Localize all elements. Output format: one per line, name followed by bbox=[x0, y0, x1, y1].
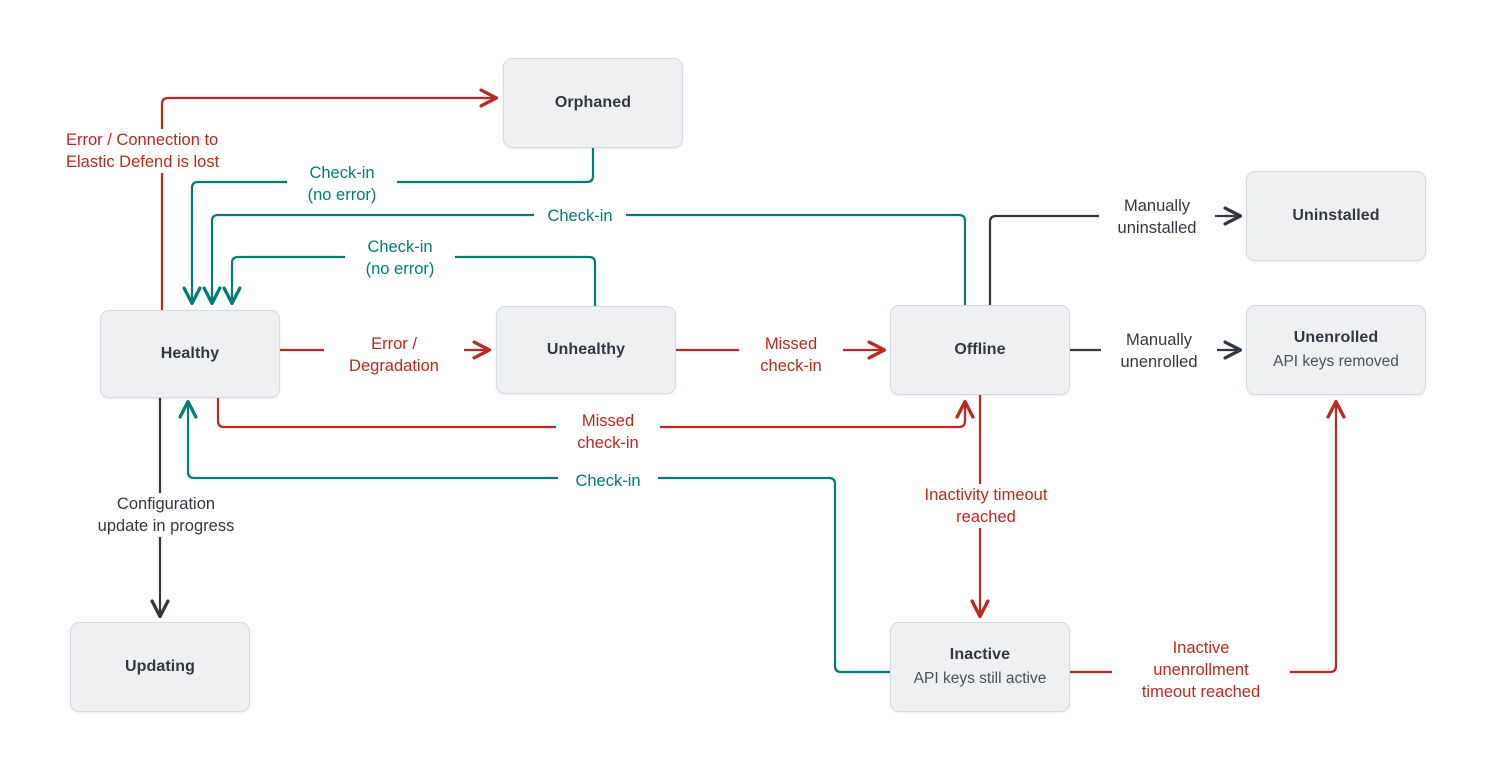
node-title: Orphaned bbox=[554, 94, 632, 111]
node-healthy[interactable]: Healthy bbox=[100, 310, 280, 398]
edge-label-error-connection-lost: Error / Connection to Elastic Defend is … bbox=[64, 129, 328, 173]
node-subtitle: API keys still active bbox=[913, 670, 1047, 687]
node-title: Offline bbox=[954, 341, 1006, 358]
edge-checkin-offline bbox=[212, 213, 967, 307]
node-offline[interactable]: Offline bbox=[890, 305, 1070, 395]
node-title: Unenrolled bbox=[1293, 329, 1379, 346]
edge-checkin-inactive bbox=[188, 402, 892, 674]
edge-label-missed-checkin-healthy: Missed check-in bbox=[556, 410, 660, 454]
node-title: Unhealthy bbox=[546, 341, 626, 358]
edge-label-checkin-no-error-unhealthy: Check-in (no error) bbox=[345, 236, 455, 280]
edge-label-checkin-inactive: Check-in bbox=[558, 470, 658, 492]
edge-error-connection-lost bbox=[160, 98, 496, 312]
node-unenrolled[interactable]: Unenrolled API keys removed bbox=[1246, 305, 1426, 395]
node-orphaned[interactable]: Orphaned bbox=[503, 58, 683, 148]
edge-inactive-unenrollment bbox=[1068, 402, 1336, 674]
edge-label-checkin-offline: Check-in bbox=[534, 205, 626, 227]
edge-label-manually-unenrolled: Manually unenrolled bbox=[1101, 329, 1217, 373]
node-title: Healthy bbox=[160, 345, 220, 362]
node-uninstalled[interactable]: Uninstalled bbox=[1246, 171, 1426, 261]
edge-label-configuration-update: Configuration update in progress bbox=[70, 493, 262, 537]
edge-label-manually-uninstalled: Manually uninstalled bbox=[1099, 195, 1215, 239]
edge-label-inactive-unenrollment: Inactive unenrollment timeout reached bbox=[1112, 637, 1290, 703]
edge-label-inactivity-timeout: Inactivity timeout reached bbox=[892, 484, 1080, 528]
node-title: Uninstalled bbox=[1292, 207, 1380, 224]
edge-label-checkin-no-error-orphaned: Check-in (no error) bbox=[287, 162, 397, 206]
edge-manually-uninstalled bbox=[988, 216, 1240, 307]
node-unhealthy[interactable]: Unhealthy bbox=[496, 306, 676, 394]
node-inactive[interactable]: Inactive API keys still active bbox=[890, 622, 1070, 712]
node-title: Inactive bbox=[949, 646, 1011, 663]
node-updating[interactable]: Updating bbox=[70, 622, 250, 712]
edge-label-error-degradation: Error / Degradation bbox=[324, 333, 464, 377]
node-subtitle: API keys removed bbox=[1273, 353, 1399, 370]
edge-label-missed-checkin-unhealthy: Missed check-in bbox=[739, 333, 843, 377]
node-title: Updating bbox=[124, 658, 196, 675]
